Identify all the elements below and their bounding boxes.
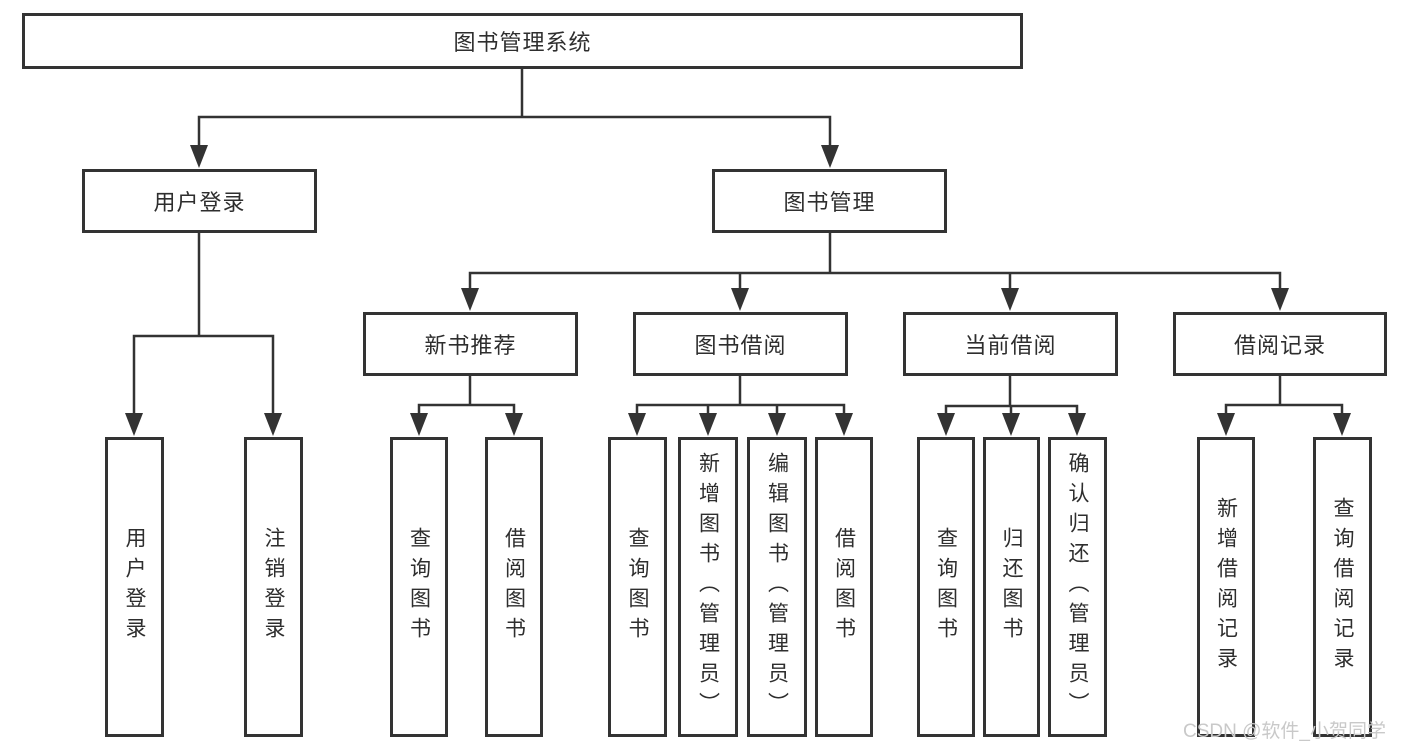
node-current-borrowing: 当前借阅 bbox=[903, 312, 1118, 376]
arrowhead-icon bbox=[937, 413, 955, 436]
node-root: 图书管理系统 bbox=[22, 13, 1023, 69]
leaf-current-return-books: 归还图书 bbox=[983, 437, 1040, 737]
leaf-borrowing-edit-books-admin-label: 编辑图书（管理员） bbox=[765, 452, 789, 722]
leaf-records-add-record: 新增借阅记录 bbox=[1197, 437, 1255, 737]
leaf-current-query-books-label: 查询图书 bbox=[934, 527, 958, 647]
arrowhead-icon bbox=[628, 413, 646, 436]
arrowhead-icon bbox=[768, 413, 786, 436]
leaf-borrowing-borrow-books-label: 借阅图书 bbox=[832, 527, 856, 647]
node-book-borrowing: 图书借阅 bbox=[633, 312, 848, 376]
connector-borrowrecords-to-leaves bbox=[1224, 375, 1344, 417]
leaf-user-login-label: 用户登录 bbox=[123, 527, 146, 647]
leaf-borrowing-add-books-admin-label: 新增图书（管理员） bbox=[696, 452, 720, 722]
leaf-borrowing-query-books-label: 查询图书 bbox=[626, 527, 649, 647]
leaf-records-query-record-label: 查询借阅记录 bbox=[1331, 497, 1354, 677]
csdn-watermark: CSDN @软件_小贺同学 bbox=[1183, 721, 1386, 742]
arrowhead-icon bbox=[264, 413, 282, 436]
arrowhead-icon bbox=[1068, 413, 1086, 436]
arrowhead-icon bbox=[461, 288, 479, 311]
leaf-current-query-books: 查询图书 bbox=[917, 437, 975, 737]
arrowhead-icon bbox=[835, 413, 853, 436]
leaf-current-confirm-return-admin-label: 确认归还（管理员） bbox=[1066, 452, 1089, 722]
leaf-borrowing-edit-books-admin: 编辑图书（管理员） bbox=[747, 437, 807, 737]
leaf-logout: 注销登录 bbox=[244, 437, 303, 737]
connector-bookborrow-to-leaves bbox=[635, 375, 846, 417]
leaf-newbooks-borrow-books: 借阅图书 bbox=[485, 437, 543, 737]
node-book-management-label: 图书管理 bbox=[783, 190, 876, 215]
leaf-newbooks-borrow-books-label: 借阅图书 bbox=[502, 527, 526, 647]
node-root-label: 图书管理系统 bbox=[453, 30, 592, 55]
leaf-borrowing-add-books-admin: 新增图书（管理员） bbox=[678, 437, 738, 737]
leaf-newbooks-query-books-label: 查询图书 bbox=[407, 527, 431, 647]
node-book-borrowing-label: 图书借阅 bbox=[694, 333, 787, 358]
arrowhead-icon bbox=[821, 145, 839, 168]
arrowhead-icon bbox=[1002, 413, 1020, 436]
leaf-current-confirm-return-admin: 确认归还（管理员） bbox=[1048, 437, 1107, 737]
node-borrowing-records: 借阅记录 bbox=[1173, 312, 1387, 376]
arrowhead-icon bbox=[410, 413, 428, 436]
node-user-login-label: 用户登录 bbox=[153, 190, 246, 215]
node-new-book-recommend-label: 新书推荐 bbox=[424, 333, 517, 358]
leaf-current-return-books-label: 归还图书 bbox=[1000, 527, 1023, 647]
node-borrowing-records-label: 借阅记录 bbox=[1233, 333, 1326, 358]
node-current-borrowing-label: 当前借阅 bbox=[964, 333, 1057, 358]
connector-paths bbox=[132, 67, 1344, 417]
leaf-newbooks-query-books: 查询图书 bbox=[390, 437, 448, 737]
leaf-records-query-record: 查询借阅记录 bbox=[1313, 437, 1372, 737]
arrowhead-icon bbox=[125, 413, 143, 436]
connector-currentborrow-to-leaves bbox=[944, 375, 1079, 417]
connector-root-to-level2 bbox=[197, 67, 832, 149]
arrowhead-icon bbox=[190, 145, 208, 168]
node-user-login: 用户登录 bbox=[82, 169, 317, 233]
leaf-borrowing-query-books: 查询图书 bbox=[608, 437, 667, 737]
node-book-management: 图书管理 bbox=[712, 169, 947, 233]
leaf-logout-label: 注销登录 bbox=[262, 527, 285, 647]
connector-userlogin-to-leaves bbox=[132, 231, 275, 417]
leaf-borrowing-borrow-books: 借阅图书 bbox=[815, 437, 873, 737]
arrowhead-icon bbox=[1217, 413, 1235, 436]
arrowhead-icon bbox=[1271, 288, 1289, 311]
arrowhead-icon bbox=[1001, 288, 1019, 311]
node-new-book-recommend: 新书推荐 bbox=[363, 312, 578, 376]
connector-bookmgmt-to-level3 bbox=[468, 231, 1282, 292]
arrowhead-icon bbox=[731, 288, 749, 311]
arrowhead-icon bbox=[699, 413, 717, 436]
leaf-records-add-record-label: 新增借阅记录 bbox=[1214, 497, 1238, 677]
leaf-user-login: 用户登录 bbox=[105, 437, 164, 737]
connector-newbooks-to-leaves bbox=[417, 375, 516, 417]
arrowhead-icon bbox=[505, 413, 523, 436]
arrowhead-icon bbox=[1333, 413, 1351, 436]
arrowheads bbox=[125, 145, 1351, 436]
